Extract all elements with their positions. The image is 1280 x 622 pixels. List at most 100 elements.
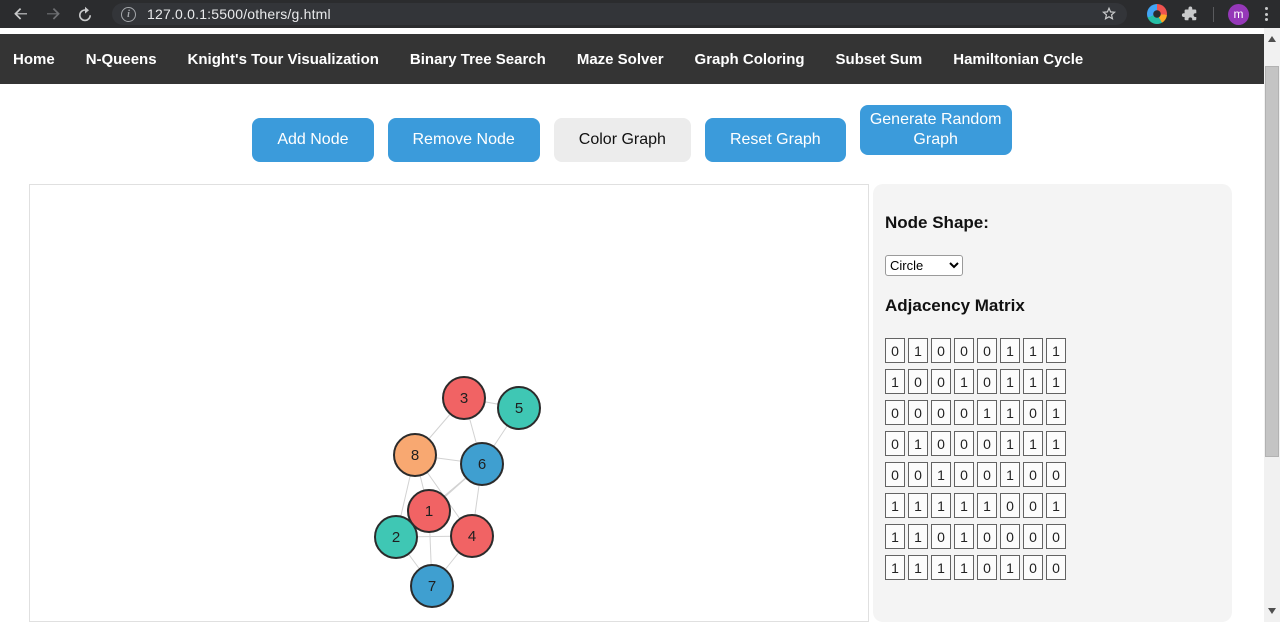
scroll-up-arrow[interactable]: [1268, 36, 1276, 42]
graph-node-6[interactable]: [460, 442, 504, 486]
matrix-cell-8-6[interactable]: [1000, 555, 1020, 580]
matrix-cell-3-7[interactable]: [1023, 400, 1043, 425]
profile-avatar[interactable]: m: [1228, 3, 1249, 25]
scroll-down-arrow[interactable]: [1268, 608, 1276, 614]
matrix-cell-5-3[interactable]: [931, 462, 951, 487]
matrix-cell-5-1[interactable]: [885, 462, 905, 487]
graph-node-1[interactable]: [407, 489, 451, 533]
matrix-cell-5-2[interactable]: [908, 462, 928, 487]
matrix-cell-7-6[interactable]: [1000, 524, 1020, 549]
node-shape-select[interactable]: Circle: [885, 255, 963, 276]
matrix-cell-8-8[interactable]: [1046, 555, 1066, 580]
nav-item-knight-s-tour-visualization[interactable]: Knight's Tour Visualization: [187, 50, 379, 68]
site-info-icon[interactable]: i: [121, 6, 136, 22]
nav-item-subset-sum[interactable]: Subset Sum: [835, 50, 923, 68]
forward-icon[interactable]: [44, 5, 62, 23]
matrix-cell-2-3[interactable]: [931, 369, 951, 394]
matrix-cell-1-2[interactable]: [908, 338, 928, 363]
matrix-cell-1-1[interactable]: [885, 338, 905, 363]
matrix-cell-4-3[interactable]: [931, 431, 951, 456]
back-icon[interactable]: [12, 5, 30, 23]
matrix-cell-7-7[interactable]: [1023, 524, 1043, 549]
matrix-cell-2-6[interactable]: [1000, 369, 1020, 394]
menu-kebab-icon[interactable]: [1263, 5, 1270, 23]
matrix-cell-6-4[interactable]: [954, 493, 974, 518]
matrix-cell-1-3[interactable]: [931, 338, 951, 363]
nav-item-binary-tree-search[interactable]: Binary Tree Search: [409, 50, 546, 68]
matrix-cell-2-8[interactable]: [1046, 369, 1066, 394]
matrix-cell-7-1[interactable]: [885, 524, 905, 549]
nav-item-n-queens[interactable]: N-Queens: [85, 50, 157, 68]
matrix-cell-7-3[interactable]: [931, 524, 951, 549]
matrix-cell-8-4[interactable]: [954, 555, 974, 580]
matrix-cell-6-5[interactable]: [977, 493, 997, 518]
matrix-cell-4-1[interactable]: [885, 431, 905, 456]
matrix-cell-5-5[interactable]: [977, 462, 997, 487]
matrix-cell-3-1[interactable]: [885, 400, 905, 425]
matrix-cell-3-8[interactable]: [1046, 400, 1066, 425]
matrix-cell-2-4[interactable]: [954, 369, 974, 394]
matrix-cell-1-7[interactable]: [1023, 338, 1043, 363]
remove-node-button[interactable]: Remove Node: [387, 118, 540, 162]
matrix-cell-4-6[interactable]: [1000, 431, 1020, 456]
matrix-cell-3-6[interactable]: [1000, 400, 1020, 425]
matrix-cell-5-6[interactable]: [1000, 462, 1020, 487]
matrix-cell-8-1[interactable]: [885, 555, 905, 580]
matrix-cell-5-4[interactable]: [954, 462, 974, 487]
matrix-cell-3-4[interactable]: [954, 400, 974, 425]
extensions-puzzle-icon[interactable]: [1181, 5, 1199, 23]
matrix-cell-3-2[interactable]: [908, 400, 928, 425]
matrix-cell-6-8[interactable]: [1046, 493, 1066, 518]
matrix-cell-6-7[interactable]: [1023, 493, 1043, 518]
matrix-cell-4-8[interactable]: [1046, 431, 1066, 456]
matrix-cell-1-4[interactable]: [954, 338, 974, 363]
matrix-cell-3-3[interactable]: [931, 400, 951, 425]
graph-node-2[interactable]: [374, 515, 418, 559]
nav-item-home[interactable]: Home: [13, 50, 55, 68]
bookmark-star-icon[interactable]: [1100, 5, 1118, 23]
matrix-cell-7-5[interactable]: [977, 524, 997, 549]
graph-node-7[interactable]: [410, 564, 454, 608]
graph-node-3[interactable]: [442, 376, 486, 420]
nav-item-graph-coloring[interactable]: Graph Coloring: [694, 50, 805, 68]
nav-item-hamiltonian-cycle[interactable]: Hamiltonian Cycle: [953, 50, 1084, 68]
color-graph-button[interactable]: Color Graph: [553, 118, 691, 162]
matrix-cell-4-7[interactable]: [1023, 431, 1043, 456]
matrix-cell-1-8[interactable]: [1046, 338, 1066, 363]
url-bar[interactable]: i 127.0.0.1:5500/others/g.html: [112, 3, 1127, 25]
matrix-cell-6-6[interactable]: [1000, 493, 1020, 518]
reset-graph-button[interactable]: Reset Graph: [704, 118, 846, 162]
matrix-cell-6-3[interactable]: [931, 493, 951, 518]
matrix-cell-4-5[interactable]: [977, 431, 997, 456]
matrix-cell-1-5[interactable]: [977, 338, 997, 363]
graph-node-5[interactable]: [497, 386, 541, 430]
matrix-cell-8-3[interactable]: [931, 555, 951, 580]
scrollbar-thumb[interactable]: [1265, 66, 1279, 457]
extension-colorwheel-icon[interactable]: [1147, 4, 1167, 24]
matrix-cell-5-7[interactable]: [1023, 462, 1043, 487]
matrix-cell-2-2[interactable]: [908, 369, 928, 394]
matrix-cell-8-2[interactable]: [908, 555, 928, 580]
page-scrollbar[interactable]: [1264, 28, 1280, 622]
matrix-cell-4-4[interactable]: [954, 431, 974, 456]
matrix-cell-3-5[interactable]: [977, 400, 997, 425]
matrix-cell-6-2[interactable]: [908, 493, 928, 518]
matrix-cell-8-5[interactable]: [977, 555, 997, 580]
add-node-button[interactable]: Add Node: [252, 118, 374, 162]
matrix-cell-6-1[interactable]: [885, 493, 905, 518]
matrix-cell-2-7[interactable]: [1023, 369, 1043, 394]
matrix-cell-1-6[interactable]: [1000, 338, 1020, 363]
matrix-cell-7-2[interactable]: [908, 524, 928, 549]
matrix-cell-2-1[interactable]: [885, 369, 905, 394]
matrix-cell-2-5[interactable]: [977, 369, 997, 394]
matrix-cell-5-8[interactable]: [1046, 462, 1066, 487]
matrix-cell-8-7[interactable]: [1023, 555, 1043, 580]
generate-random-graph-button[interactable]: Generate Random Graph: [859, 105, 1012, 155]
matrix-cell-7-4[interactable]: [954, 524, 974, 549]
graph-node-8[interactable]: [393, 433, 437, 477]
nav-item-maze-solver[interactable]: Maze Solver: [576, 50, 664, 68]
reload-icon[interactable]: [76, 5, 94, 23]
matrix-cell-7-8[interactable]: [1046, 524, 1066, 549]
graph-node-4[interactable]: [450, 514, 494, 558]
